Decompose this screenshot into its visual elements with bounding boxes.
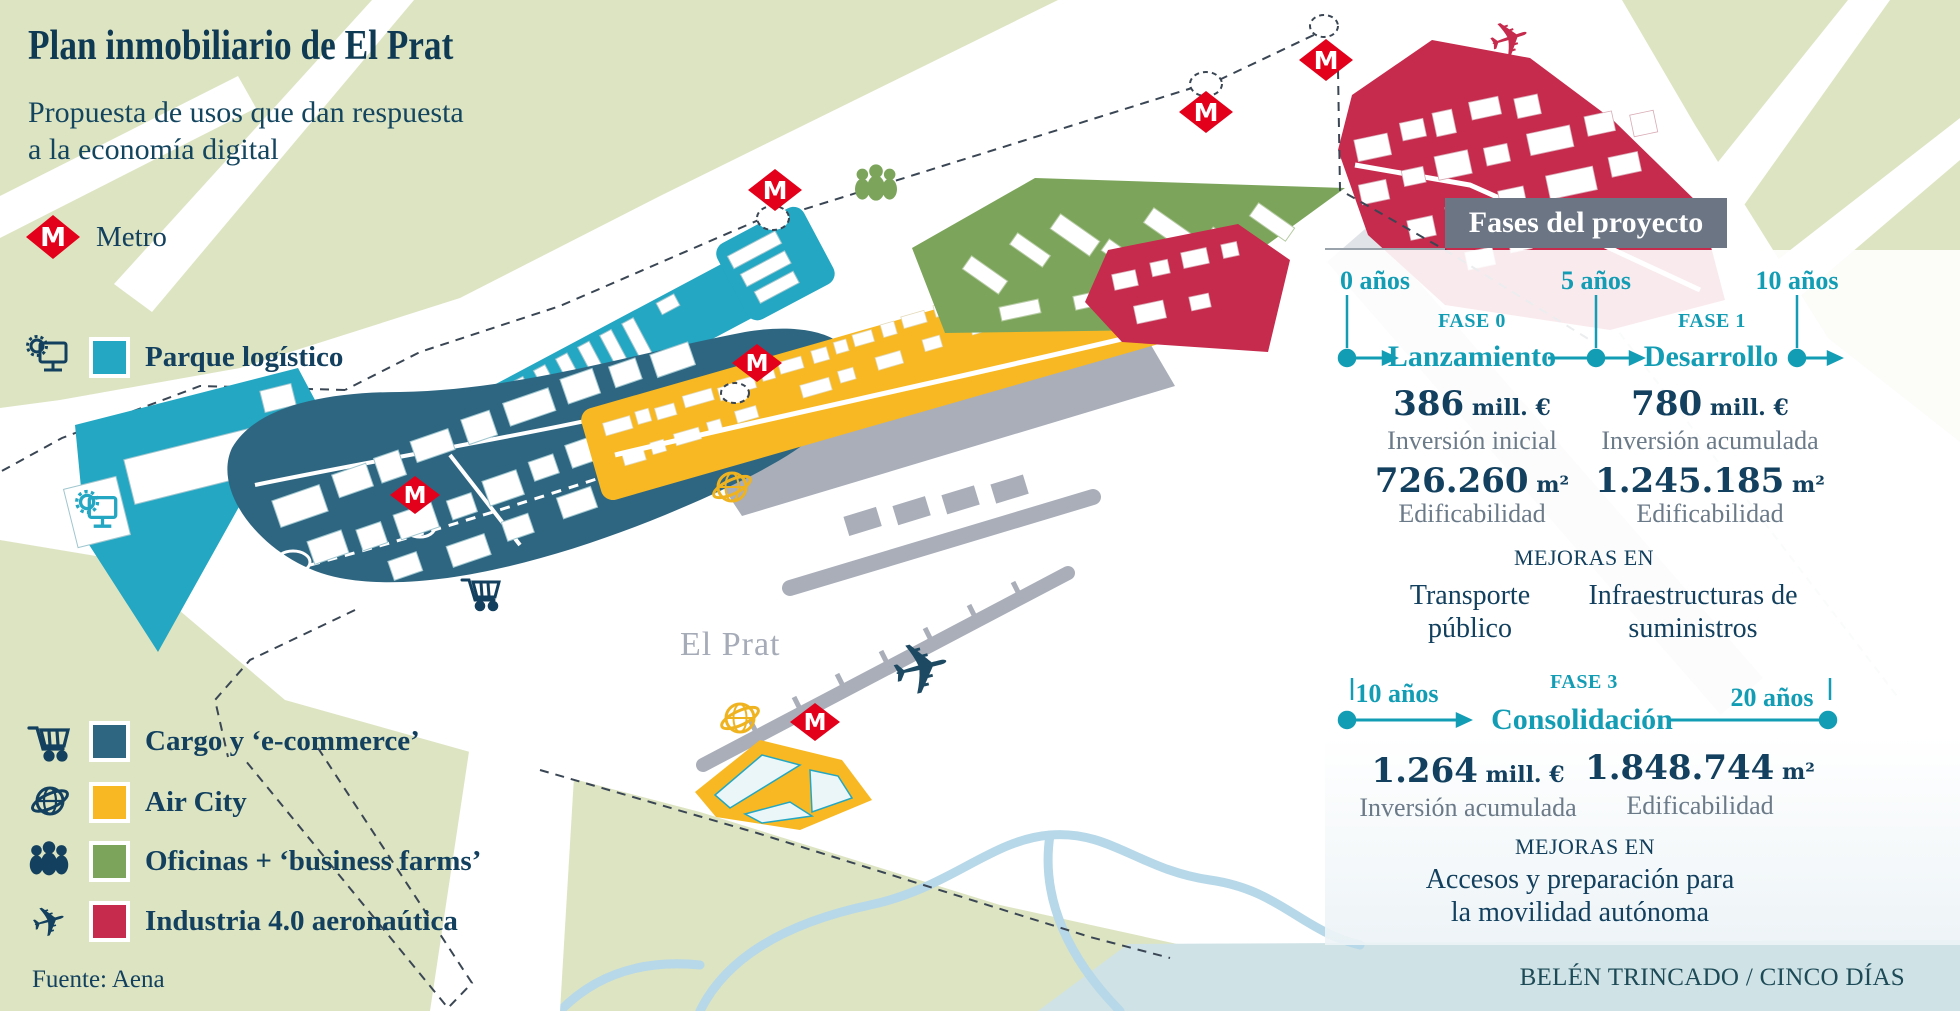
legend-item-label: Industria 4.0 aeronaútica — [145, 904, 458, 937]
color-swatch — [89, 840, 130, 882]
mejoras1-header: MEJORAS EN — [1513, 545, 1655, 570]
timeline1-end: 10 años — [1755, 266, 1839, 295]
panel-rule — [1325, 248, 1445, 250]
timeline-graphics — [1337, 295, 1844, 730]
phase3-fase: FASE 3 — [1550, 671, 1618, 693]
phase3-area-label: Edificabilidad — [1626, 791, 1774, 820]
metro-station-icon: M — [732, 344, 782, 382]
legend-item-oficinas: Oficinas + ‘business farms’ — [24, 838, 481, 884]
cart-icon — [460, 578, 501, 612]
phase1-investment-label: Inversión acumulada — [1601, 426, 1819, 455]
legend-item-parque-logistico: Parque logístico — [24, 334, 343, 380]
phase1-area: 1.245.185 m² — [1595, 461, 1825, 501]
people-icon — [24, 838, 74, 884]
legend-item-label: Cargo y ‘e-commerce’ — [145, 724, 420, 757]
legend-item-industria: ✈ Industria 4.0 aeronaútica — [24, 893, 458, 950]
phase0-investment-label: Inversión inicial — [1387, 426, 1557, 455]
mejoras2-header: MEJORAS EN — [1514, 834, 1656, 859]
svg-text:M: M — [804, 710, 827, 736]
metro-station-icon: M — [748, 169, 802, 211]
phases-panel: Fases del proyecto 0 años 5 años 10 años… — [1325, 198, 1960, 945]
zone-industria-small — [1085, 224, 1290, 352]
map-place-label: El Prat — [680, 626, 781, 663]
phase3-name: Consolidación — [1491, 703, 1673, 736]
phase3-investment: 1.264 mill. € — [1371, 751, 1565, 791]
phase1-area-label: Edificabilidad — [1636, 499, 1784, 528]
color-swatch — [89, 900, 130, 942]
phases-panel-background — [1325, 250, 1960, 945]
road — [430, 745, 575, 1011]
svg-text:M: M — [1194, 98, 1219, 127]
road — [114, 0, 414, 312]
color-swatch — [89, 781, 130, 823]
plane-icon: ✈ — [25, 892, 73, 950]
metro-icon: M — [26, 215, 80, 259]
green-area-bottom — [0, 540, 1250, 1011]
metro-stations: M M M M M M — [390, 14, 1353, 741]
page-title: Plan inmobiliario de El Prat — [28, 23, 454, 69]
timeline2-end: 20 años — [1730, 683, 1814, 712]
phase1-investment: 780 mill. € — [1631, 384, 1789, 424]
metro-station-icon: M — [1299, 39, 1353, 81]
monitor-gear-icon — [74, 489, 118, 528]
phase0-area: 726.260 m² — [1374, 461, 1570, 501]
phase0-fase: FASE 0 — [1438, 310, 1506, 332]
zone-air-city-terminal — [695, 740, 872, 830]
metro-station-icon: M — [1179, 91, 1233, 133]
green-area-top-left — [0, 0, 1058, 408]
color-swatch — [89, 336, 130, 378]
timeline1-mid: 5 años — [1560, 266, 1632, 295]
credit-line: BELÉN TRINCADO / CINCO DÍAS — [1519, 964, 1905, 991]
phase3-area: 1.848.744 m² — [1585, 748, 1815, 788]
road — [1706, 0, 1890, 208]
phase1-fase: FASE 1 — [1678, 310, 1746, 332]
phase0-area-label: Edificabilidad — [1398, 499, 1546, 528]
globe-icon — [712, 471, 752, 503]
legend-metro-label: Metro — [96, 220, 167, 253]
legend-item-label: Parque logístico — [145, 340, 344, 373]
source-note: Fuente: Aena — [32, 966, 165, 993]
legend-item-label: Oficinas + ‘business farms’ — [145, 844, 482, 877]
globe-icon — [24, 779, 74, 825]
legend-item-label: Air City — [145, 785, 247, 818]
phase1-name: Desarrollo — [1643, 340, 1779, 373]
page-subtitle-line2: a la economía digital — [28, 133, 279, 166]
svg-text:M: M — [746, 351, 769, 377]
phase3-investment-label: Inversión acumulada — [1359, 793, 1577, 822]
metro-station-icon: M — [390, 476, 440, 514]
sea — [1038, 940, 1960, 1011]
phases-panel-header: Fases del proyecto — [1445, 198, 1727, 248]
timeline2-start: 10 años — [1355, 679, 1439, 708]
svg-text:M: M — [1314, 46, 1339, 75]
legend-metro: M Metro — [24, 213, 167, 261]
globe-icon — [720, 702, 760, 734]
people-icon — [855, 164, 897, 201]
page-subtitle-line1: Propuesta de usos que dan respuesta — [28, 96, 464, 129]
legend-item-cargo: Cargo y ‘e-commerce’ — [24, 718, 420, 764]
road — [0, 76, 256, 238]
phase0-investment: 386 mill. € — [1393, 384, 1551, 424]
airport-terminal — [696, 340, 1175, 772]
svg-text:M: M — [404, 483, 427, 509]
svg-text:M: M — [763, 176, 788, 205]
svg-text:M: M — [40, 223, 66, 253]
phase0-name: Lanzamiento — [1387, 340, 1557, 373]
timeline1-start: 0 años — [1339, 266, 1411, 295]
cart-icon — [24, 718, 74, 764]
legend-item-air-city: Air City — [24, 779, 247, 825]
monitor-gear-icon — [24, 334, 74, 380]
color-swatch — [89, 720, 130, 762]
metro-station-icon: M — [790, 703, 840, 741]
